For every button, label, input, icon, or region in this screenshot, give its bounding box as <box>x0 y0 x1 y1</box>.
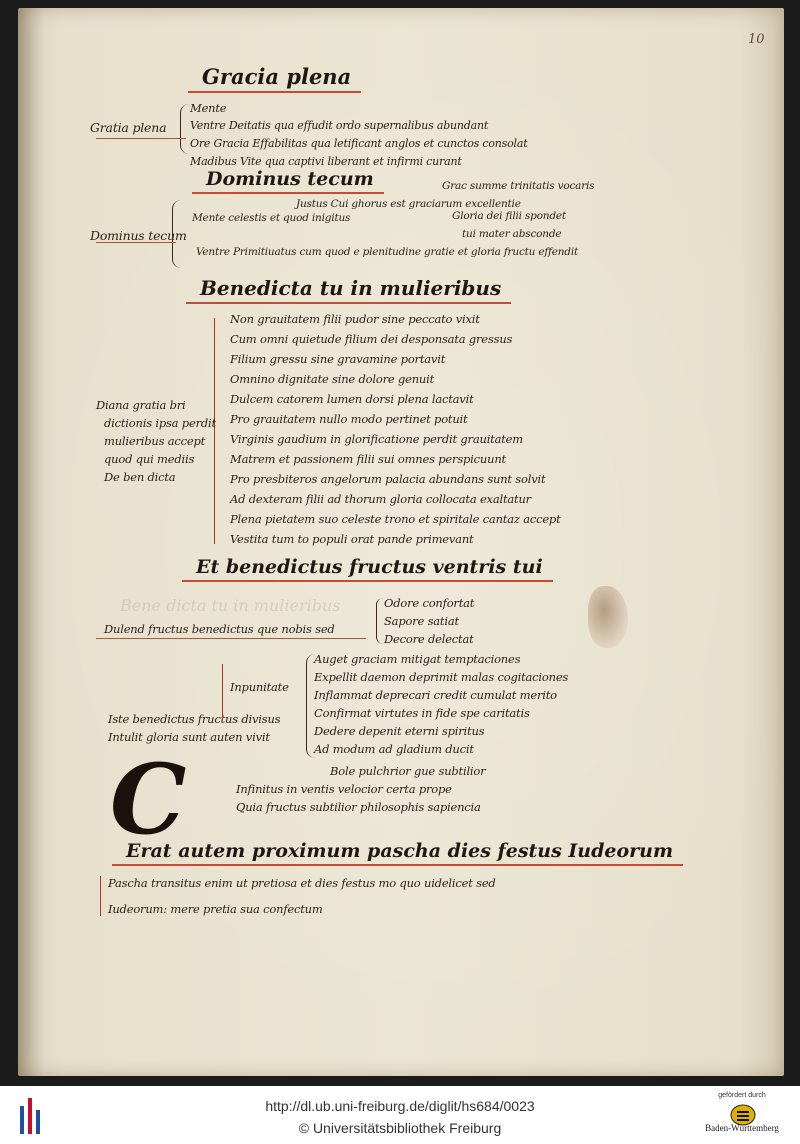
text-line: Bole pulchrior gue subtilior <box>330 764 486 778</box>
text-line: Ad dexteram filii ad thorum gloria collo… <box>230 492 531 506</box>
margin-line: dictionis ipsa perdit <box>104 416 216 430</box>
heading-et-benedictus: Et benedictus fructus ventris tui <box>182 556 553 582</box>
text-line: Plena pietatem suo celeste trono et spir… <box>230 512 561 526</box>
scan-frame: 10 Gracia plena Gratia plena Mente Ventr… <box>18 8 784 1076</box>
sponsor-caption: gefördert durch <box>718 1092 766 1099</box>
heading-benedicta-tu: Benedicta tu in mulieribus <box>186 276 512 304</box>
text-line: Dulend fructus benedictus que nobis sed <box>104 622 335 636</box>
rubric-rule <box>96 242 176 244</box>
text-line: Sapore satiat <box>384 614 459 628</box>
baden-wuerttemberg-seal-icon <box>730 1104 756 1126</box>
text-line: Gloria dei filii spondet <box>452 210 566 222</box>
text-line: tui mater absconde <box>462 228 562 240</box>
text-line: Mente <box>190 101 227 115</box>
text-line: Iudeorum: mere pretia sua confectum <box>108 902 323 916</box>
sponsor-block: gefördert durch Baden-Württemberg <box>692 1092 792 1142</box>
margin-line: quod qui mediis <box>104 452 195 466</box>
text-line: Confirmat virtutes in fide spe caritatis <box>314 706 530 720</box>
copyright-notice: © Universitätsbibliothek Freiburg <box>298 1120 502 1136</box>
brace <box>180 104 189 154</box>
margin-line: Intulit gloria sunt auten vivit <box>108 730 270 744</box>
text-line: Decore delectat <box>384 632 474 646</box>
text-line: Madibus Vite qua captivi liberant et inf… <box>190 155 462 168</box>
text-line: Cum omni quietude filium dei desponsata … <box>230 332 513 346</box>
heading-gracia-plena: Gracia plena <box>188 64 362 93</box>
text-line: Ad modum ad gladium ducit <box>314 742 474 756</box>
brace <box>306 654 315 758</box>
text-line: Vestita tum to populi orat pande primeva… <box>230 532 474 546</box>
text-line: Justus Cui ghorus est graciarum excellen… <box>296 198 521 210</box>
ub-freiburg-logo-icon <box>20 1098 40 1134</box>
rubric-rule <box>96 138 186 140</box>
text-line: Pascha transitus enim ut pretiosa et die… <box>108 876 496 890</box>
decorated-initial: C <box>110 743 187 856</box>
margin-line: mulieribus accept <box>104 434 206 448</box>
margin-line: Inpunitate <box>230 680 289 694</box>
permalink-url[interactable]: http://dl.ub.uni-freiburg.de/diglit/hs68… <box>265 1098 535 1114</box>
brace <box>100 876 101 916</box>
brace <box>172 200 181 268</box>
text-line: Grac summe trinitatis vocaris <box>442 180 595 192</box>
text-line: Matrem et passionem filii sui omnes pers… <box>230 452 506 466</box>
margin-line: De ben dicta <box>104 470 176 484</box>
heading-dominus-tecum: Dominus tecum <box>192 168 384 194</box>
text-line: Pro presbiteros angelorum palacia abunda… <box>230 472 546 486</box>
text-line: Ventre Primitiuatus cum quod e plenitudi… <box>196 246 579 258</box>
text-line: Odore confortat <box>384 596 475 610</box>
text-line: Ore Gracia Effabilitas qua letificant an… <box>190 137 528 150</box>
ink-stain <box>588 586 628 648</box>
bleed-through-text: Bene dicta tu in mulieribus <box>120 596 341 615</box>
text-line: Expellit daemon deprimit malas cogitacio… <box>314 670 569 684</box>
sponsor-name: Baden-Württemberg <box>705 1123 779 1133</box>
text-line: Pro grauitatem nullo modo pertinet potui… <box>230 412 468 426</box>
margin-dominus-tecum: Dominus tecum <box>90 228 187 243</box>
text-line: Dedere depenit eterni spiritus <box>314 724 485 738</box>
brace <box>214 318 215 544</box>
text-line: Inflammat deprecari credit cumulat merit… <box>314 688 557 702</box>
margin-gratia-plena: Gratia plena <box>90 120 167 135</box>
text-line: Auget graciam mitigat temptaciones <box>314 652 521 666</box>
text-line: Mente celestis et quod inigitus <box>192 212 351 224</box>
margin-line: Iste benedictus fructus divisus <box>108 712 281 726</box>
rubric-rule <box>96 638 366 640</box>
brace <box>222 664 223 720</box>
binding-gutter <box>18 8 44 1076</box>
folio-number: 10 <box>748 32 765 47</box>
text-line: Filium gressu sine gravamine portavit <box>230 352 446 366</box>
text-line: Infinitus in ventis velocior certa prope <box>236 782 452 796</box>
text-line: Ventre Deitatis qua effudit ordo superna… <box>190 119 489 132</box>
text-line: Quia fructus subtilior philosophis sapie… <box>236 800 481 814</box>
heading-erat-autem: Erat autem proximum pascha dies festus I… <box>112 840 684 866</box>
text-line: Omnino dignitate sine dolore genuit <box>230 372 435 386</box>
footer-bar: http://dl.ub.uni-freiburg.de/diglit/hs68… <box>0 1086 800 1144</box>
text-line: Virginis gaudium in glorificatione perdi… <box>230 432 523 446</box>
text-line: Dulcem catorem lumen dorsi plena lactavi… <box>230 392 474 406</box>
text-line: Non grauitatem filii pudor sine peccato … <box>230 312 480 326</box>
margin-line: Diana gratia bri <box>96 398 186 412</box>
brace <box>376 598 383 644</box>
parchment-leaf <box>18 8 784 1076</box>
